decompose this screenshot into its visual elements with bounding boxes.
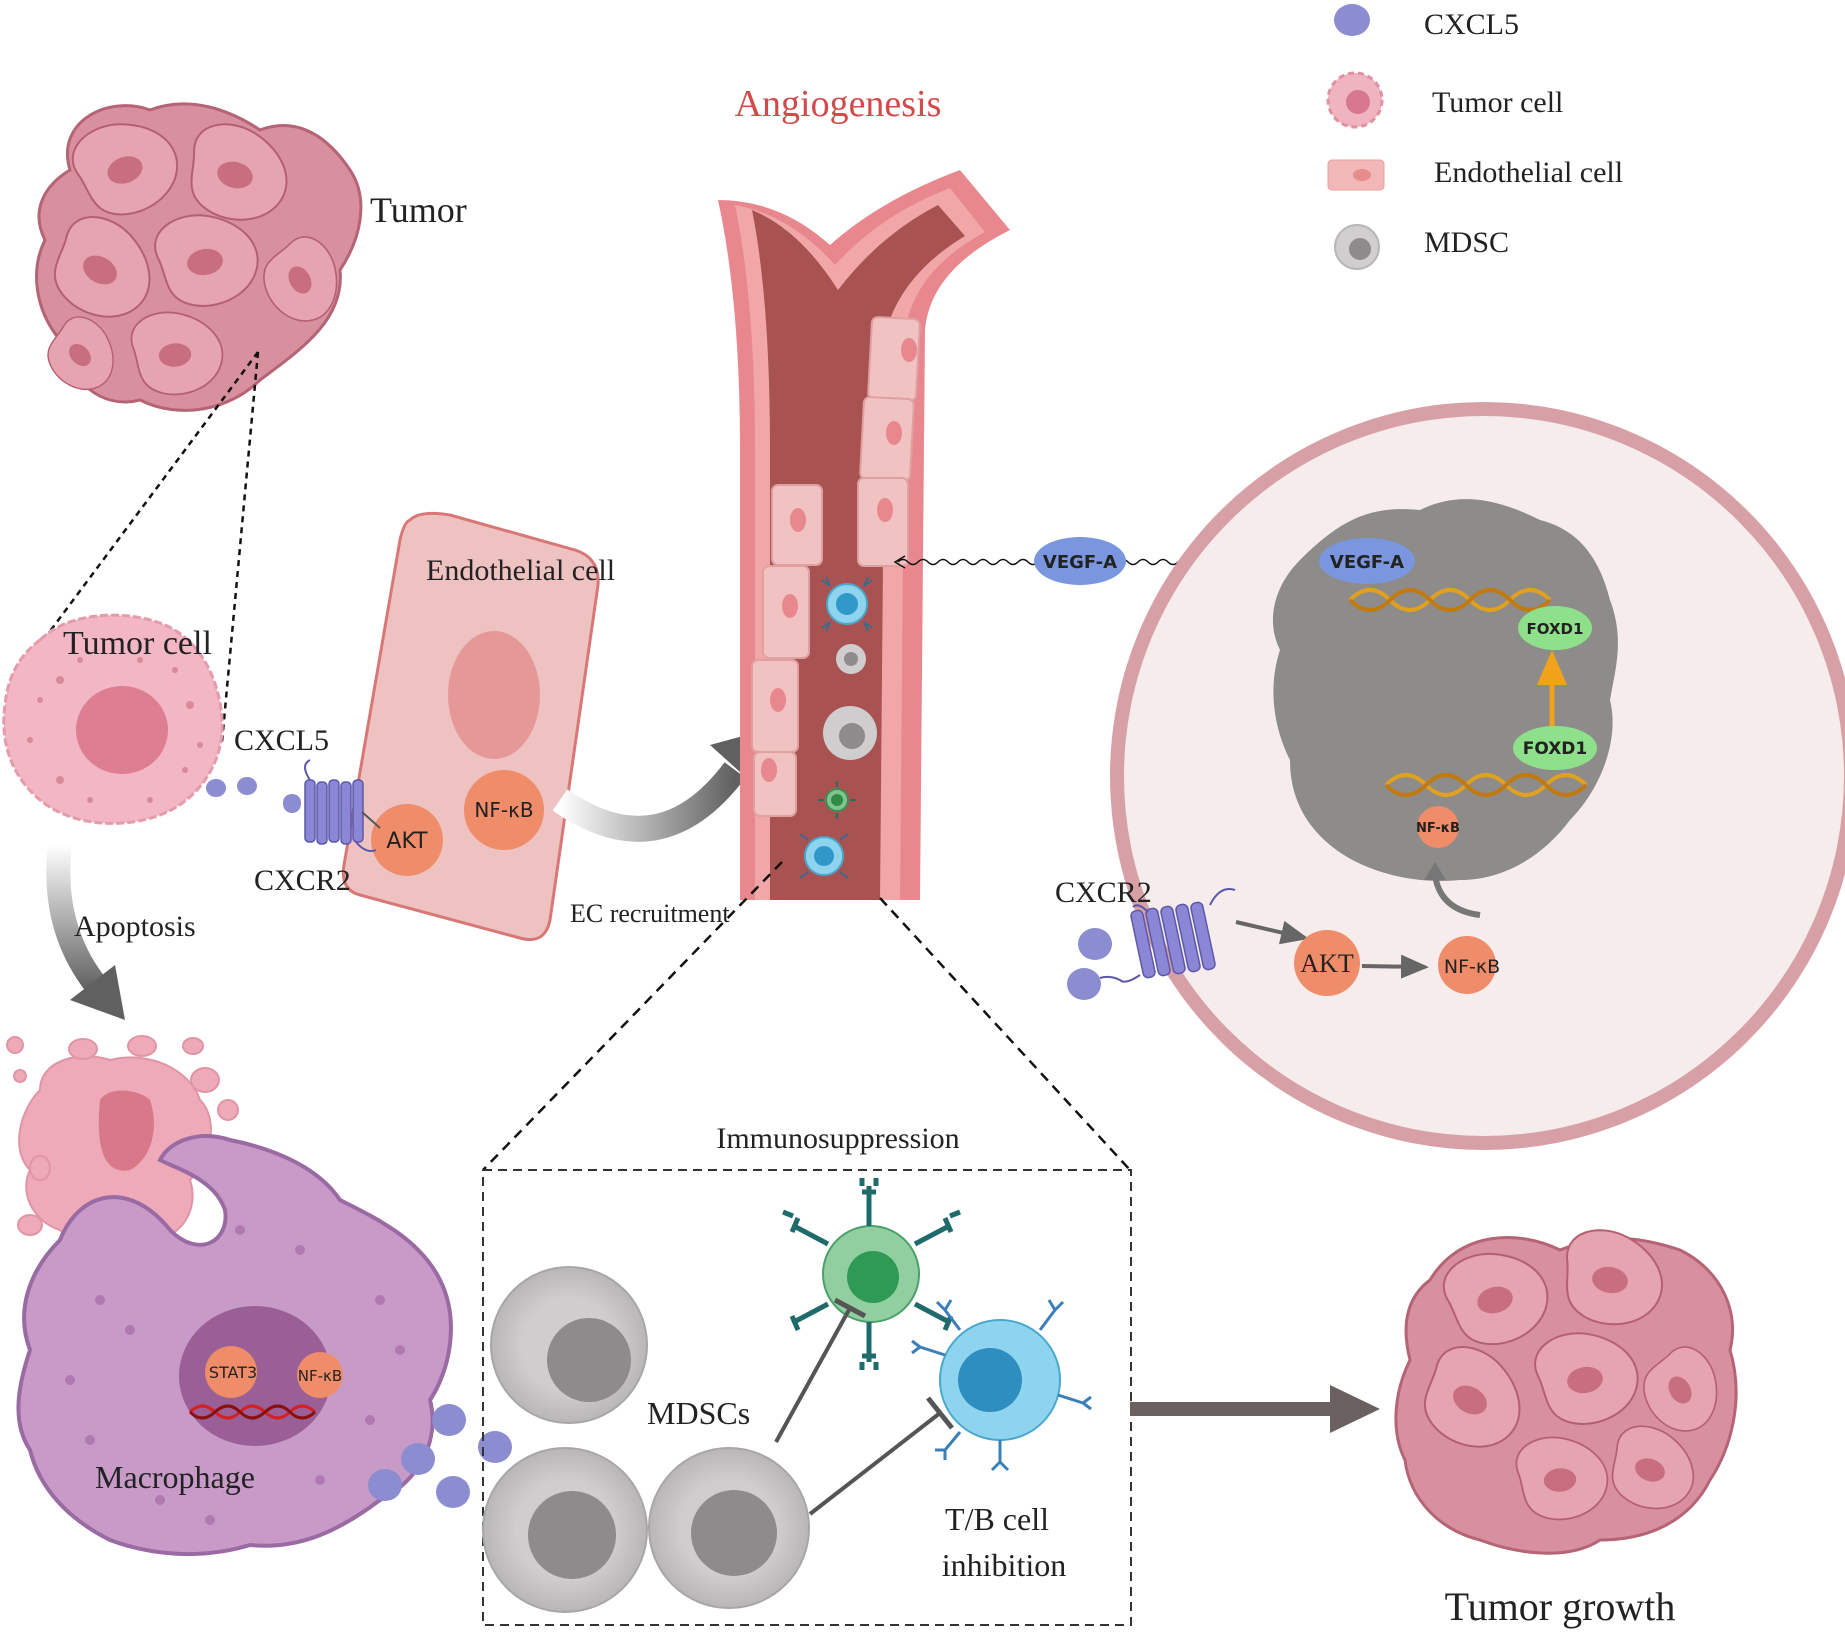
akt-to-nfkb-arrow xyxy=(1361,954,1429,979)
akt-label-endothelial: AKT xyxy=(386,829,428,854)
endothelial-cell xyxy=(341,511,600,941)
zoom-line-box-right xyxy=(879,897,1131,1171)
legend-label-cxcl5: CXCL5 xyxy=(1424,8,1519,41)
legend-label-endothelial-cell: Endothelial cell xyxy=(1434,156,1623,189)
macrophage-label: Macrophage xyxy=(95,1459,255,1495)
foxd1-top-label: FOXD1 xyxy=(1527,620,1584,638)
vegfa-inner-node xyxy=(1319,538,1415,584)
cxcr2-label-right: CXCR2 xyxy=(1055,876,1152,909)
cxcl5-macrophage-dots xyxy=(368,1404,512,1508)
mdscs-label: MDSCs xyxy=(647,1395,750,1431)
legend-label-tumor-cell: Tumor cell xyxy=(1432,86,1563,119)
nfkb-label-macrophage: NF-κB xyxy=(298,1367,342,1385)
endothelial-cell-label: Endothelial cell xyxy=(426,554,615,587)
foxd1-bottom-label: FOXD1 xyxy=(1523,739,1588,759)
apoptosis-arrow xyxy=(46,843,110,998)
immunosuppression-box xyxy=(482,1169,1132,1626)
zoom-line-right xyxy=(220,351,260,743)
akt-node-right xyxy=(1294,930,1360,996)
nfkb-nucleus-label: NF-κB xyxy=(1416,821,1460,836)
tumor-growth-label: Tumor growth xyxy=(1445,1584,1676,1629)
inhibition-line-b-cell xyxy=(808,1396,954,1516)
tb-inhibition-label-line2: inhibition xyxy=(942,1547,1066,1583)
nfkb-translocation-arrow xyxy=(1432,874,1481,918)
nfkb-label-right: NF-κB xyxy=(1444,956,1500,978)
cxcr2-label-left: CXCR2 xyxy=(254,864,351,897)
nfkb-nucleus-node xyxy=(1417,806,1459,848)
legend: CXCL5 Tumor cell Endothelial cell MDSC xyxy=(1326,4,1623,270)
vegfa-outer-label: VEGF-A xyxy=(1043,552,1117,573)
tumor-growth-arrowhead xyxy=(1330,1385,1380,1433)
angiogenesis-label: Angiogenesis xyxy=(735,83,942,125)
apoptotic-body-nucleus xyxy=(98,1090,154,1171)
dna-helix-macrophage xyxy=(188,1404,317,1420)
blood-vessel xyxy=(700,160,1030,900)
zoom-line-box-left xyxy=(482,861,783,1171)
dna-helix-bottom xyxy=(1384,773,1588,797)
ec-recruitment-label: EC recruitment xyxy=(570,899,730,928)
cxcl5-dot-icon xyxy=(1334,4,1370,36)
b-cell xyxy=(911,1299,1092,1472)
tumor-growth-mass xyxy=(1394,1223,1738,1555)
mdsc-in-vessel-small xyxy=(836,644,866,674)
apoptosis-arrowhead xyxy=(70,965,125,1020)
foxd1-top-node xyxy=(1518,606,1592,650)
tumor-cell-icon xyxy=(1326,71,1384,129)
tumor-mass xyxy=(34,102,363,412)
stat3-label: STAT3 xyxy=(209,1363,257,1382)
vegfa-inner-label: VEGF-A xyxy=(1330,552,1404,573)
cxcr2-receptor-right xyxy=(1099,888,1236,983)
endothelial-cell-icon xyxy=(1327,159,1385,191)
tumor-label: Tumor xyxy=(370,190,467,230)
cxcl5-label: CXCL5 xyxy=(234,724,329,757)
akt-label-right: AKT xyxy=(1300,949,1354,978)
legend-label-mdsc: MDSC xyxy=(1424,226,1509,259)
dna-helix-top xyxy=(1348,588,1552,612)
b-cell-below-vessel xyxy=(799,833,849,879)
nfkb-node-endothelial xyxy=(464,770,544,850)
tumor-cell-label: Tumor cell xyxy=(63,625,212,662)
nfkb-label-endothelial: NF-κB xyxy=(474,798,533,822)
b-cell-in-vessel xyxy=(821,576,873,632)
mdsc-in-vessel-large xyxy=(823,706,877,760)
t-cell-in-vessel xyxy=(818,781,856,819)
tb-inhibition-label-line1: T/B cell xyxy=(945,1501,1049,1537)
nfkb-node-macrophage xyxy=(297,1352,343,1398)
vegfa-outer-node xyxy=(1034,537,1126,585)
tumor-cell xyxy=(2,613,224,825)
nfkb-node-right xyxy=(1438,936,1496,994)
cxcl5-right-dots xyxy=(1067,928,1112,1000)
right-cell xyxy=(1099,402,1845,1150)
mdsc-icon xyxy=(1334,224,1380,270)
akt-node-endothelial xyxy=(371,804,443,876)
stat3-node xyxy=(205,1346,257,1398)
cxcr2-to-akt-arrow xyxy=(1235,920,1309,945)
cxcr2-receptor-left xyxy=(283,759,381,852)
foxd1-bottom-node xyxy=(1513,726,1597,770)
ec-recruitment-arrow xyxy=(552,762,746,842)
mdsc-cluster xyxy=(482,1266,810,1613)
immunosuppression-label: Immunosuppression xyxy=(716,1122,959,1155)
zoom-line-left xyxy=(34,351,260,651)
macrophage xyxy=(16,1134,453,1557)
t-cell xyxy=(782,1178,961,1370)
apoptosis-label: Apoptosis xyxy=(74,910,196,943)
inhibition-line-t-cell xyxy=(774,1297,867,1443)
vegfa-signal-arrowhead xyxy=(893,555,906,569)
